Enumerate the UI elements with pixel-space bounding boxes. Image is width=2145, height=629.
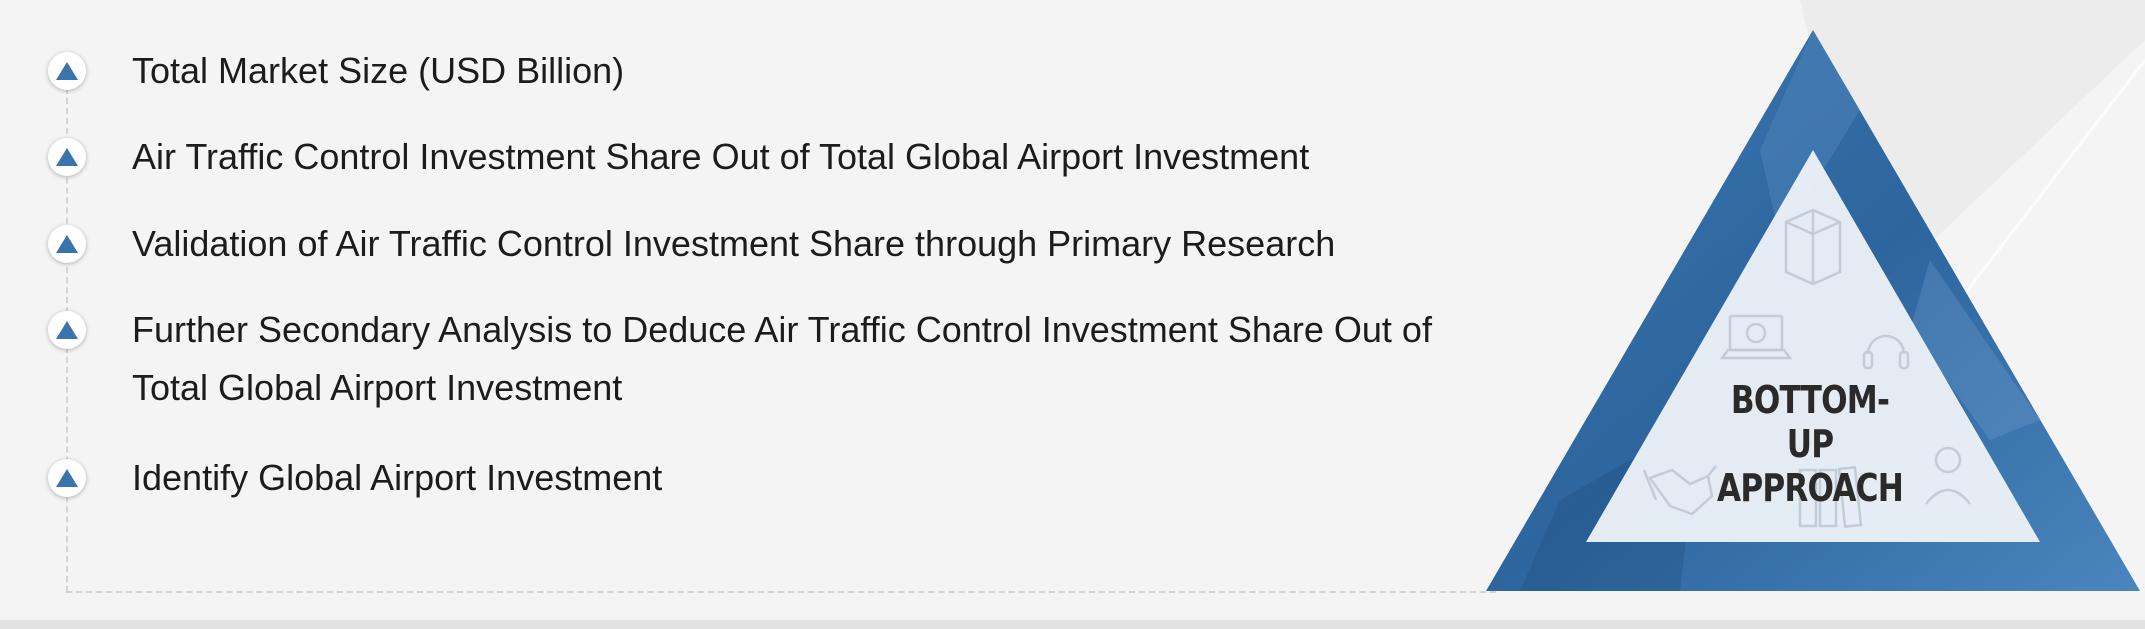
step-label: Validation of Air Traffic Control Invest… (132, 223, 1336, 264)
dashed-connector-horizontal (66, 591, 1496, 593)
step-label: Air Traffic Control Investment Share Out… (132, 136, 1310, 177)
triangle-bullet-icon (48, 52, 86, 90)
triangle-bullet-icon (48, 225, 86, 263)
headset-icon (1862, 334, 1910, 370)
outer-texture (1760, 30, 1860, 240)
binders-icon (1798, 465, 1863, 529)
pyramid-title: BOTTOM-UP APPROACH (1712, 378, 1909, 510)
step-5: Identify Global Airport Investment (48, 457, 662, 507)
step-1: Total Market Size (USD Billion) (48, 50, 624, 100)
outer-texture (1910, 260, 2040, 440)
step-label: Further Secondary Analysis to Deduce Air… (132, 309, 1432, 408)
pyramid-title-line2: APPROACH (1717, 466, 1904, 510)
person-icon (1925, 446, 1971, 505)
bottom-up-pyramid (1486, 0, 2145, 591)
triangle-bullet-icon (48, 311, 86, 349)
pyramid-title-line1: BOTTOM-UP (1730, 378, 1890, 466)
step-2: Air Traffic Control Investment Share Out… (48, 136, 1309, 186)
step-label: Identify Global Airport Investment (132, 457, 663, 498)
step-3: Validation of Air Traffic Control Invest… (48, 223, 1335, 273)
laptop-icon (1719, 314, 1793, 360)
step-4: Further Secondary Analysis to Deduce Air… (48, 309, 1492, 417)
triangle-bullet-icon (48, 459, 86, 497)
inner-triangle (1586, 150, 2040, 542)
background-line (1958, 59, 2145, 301)
bottom-band (0, 620, 2145, 629)
triangle-bullet-icon (48, 138, 86, 176)
handshake-icon (1642, 465, 1717, 516)
book-icon (1784, 208, 1842, 286)
step-label: Total Market Size (USD Billion) (132, 50, 625, 91)
